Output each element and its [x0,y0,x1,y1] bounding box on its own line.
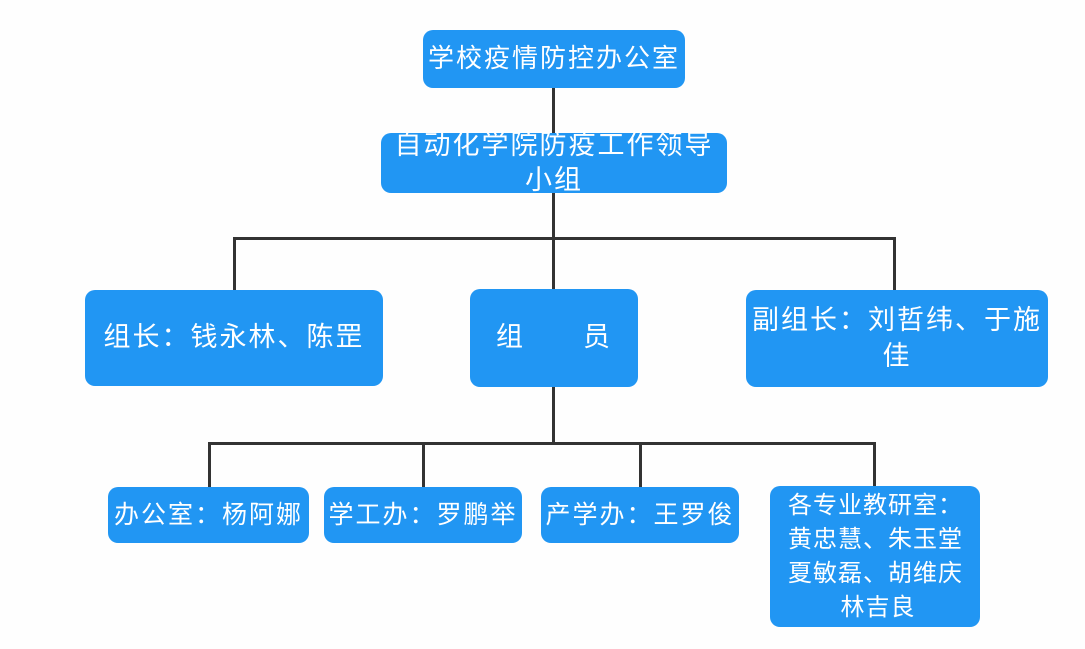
research-offices-line: 夏敏磊、胡维庆 [788,559,963,587]
org-node-office: 办公室：杨阿娜 [108,487,309,543]
connector-drop-members [552,237,555,289]
connector-members-down [552,386,555,442]
connector-drop-research-offices [873,442,876,486]
connector-root-to-leading-group [552,88,555,133]
org-node-group-leader: 组长：钱永林、陈罡 [85,290,383,386]
org-node-deputy-leader: 副组长：刘哲纬、于施佳 [746,290,1048,387]
connector-drop-student-affairs [422,442,425,487]
research-offices-line: 黄忠慧、朱玉堂 [788,525,963,553]
research-offices-line: 林吉良 [840,593,916,621]
org-node-student-affairs-office: 学工办：罗鹏举 [324,487,522,543]
connector-level4-horizontal [208,442,876,445]
research-offices-line: 各专业教研室： [788,491,963,519]
connector-drop-deputy-leader [893,237,896,290]
org-node-college-leading-group: 自动化学院防疫工作领导小组 [381,130,727,195]
connector-drop-office [208,442,211,487]
connector-level3-horizontal [233,237,896,240]
org-node-group-members: 组 员 [470,289,638,387]
org-node-industry-academia-office: 产学办：王罗俊 [541,487,739,543]
connector-leading-group-down [552,193,555,237]
org-node-school-epidemic-office: 学校疫情防控办公室 [423,30,685,88]
org-node-research-offices: 各专业教研室： 黄忠慧、朱玉堂 夏敏磊、胡维庆 林吉良 [770,486,980,627]
connector-drop-industry-academia [639,442,642,487]
connector-drop-leader [233,237,236,290]
